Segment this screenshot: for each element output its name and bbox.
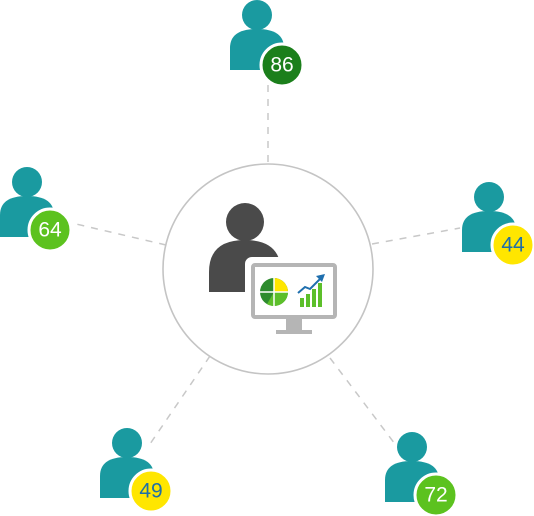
score-badge: 86	[259, 42, 305, 88]
score-badge: 44	[490, 222, 534, 268]
score-value: 49	[139, 480, 162, 503]
trend-arrow-icon	[297, 274, 325, 294]
score-value: 72	[424, 484, 447, 507]
analytics-monitor-icon	[245, 257, 343, 334]
bar-chart-icon	[300, 283, 322, 307]
member-top: 86	[230, 0, 305, 88]
connector-left	[75, 223, 167, 246]
member-left: 64	[0, 167, 73, 253]
pie-chart-icon	[260, 278, 288, 306]
score-value: 64	[38, 219, 62, 242]
connector-right	[371, 227, 461, 245]
score-badge: 49	[128, 468, 174, 514]
hub	[162, 163, 374, 375]
connectors	[75, 84, 461, 449]
member-bottom-right: 72	[385, 432, 459, 516]
connector-bottom-right	[329, 357, 399, 449]
member-right: 44	[462, 182, 534, 268]
connector-bottom-left	[149, 355, 211, 445]
score-value: 86	[270, 54, 293, 77]
score-value: 44	[501, 234, 525, 257]
score-badge: 64	[27, 207, 73, 253]
member-bottom-left: 49	[100, 428, 174, 514]
score-badge: 72	[413, 472, 459, 516]
